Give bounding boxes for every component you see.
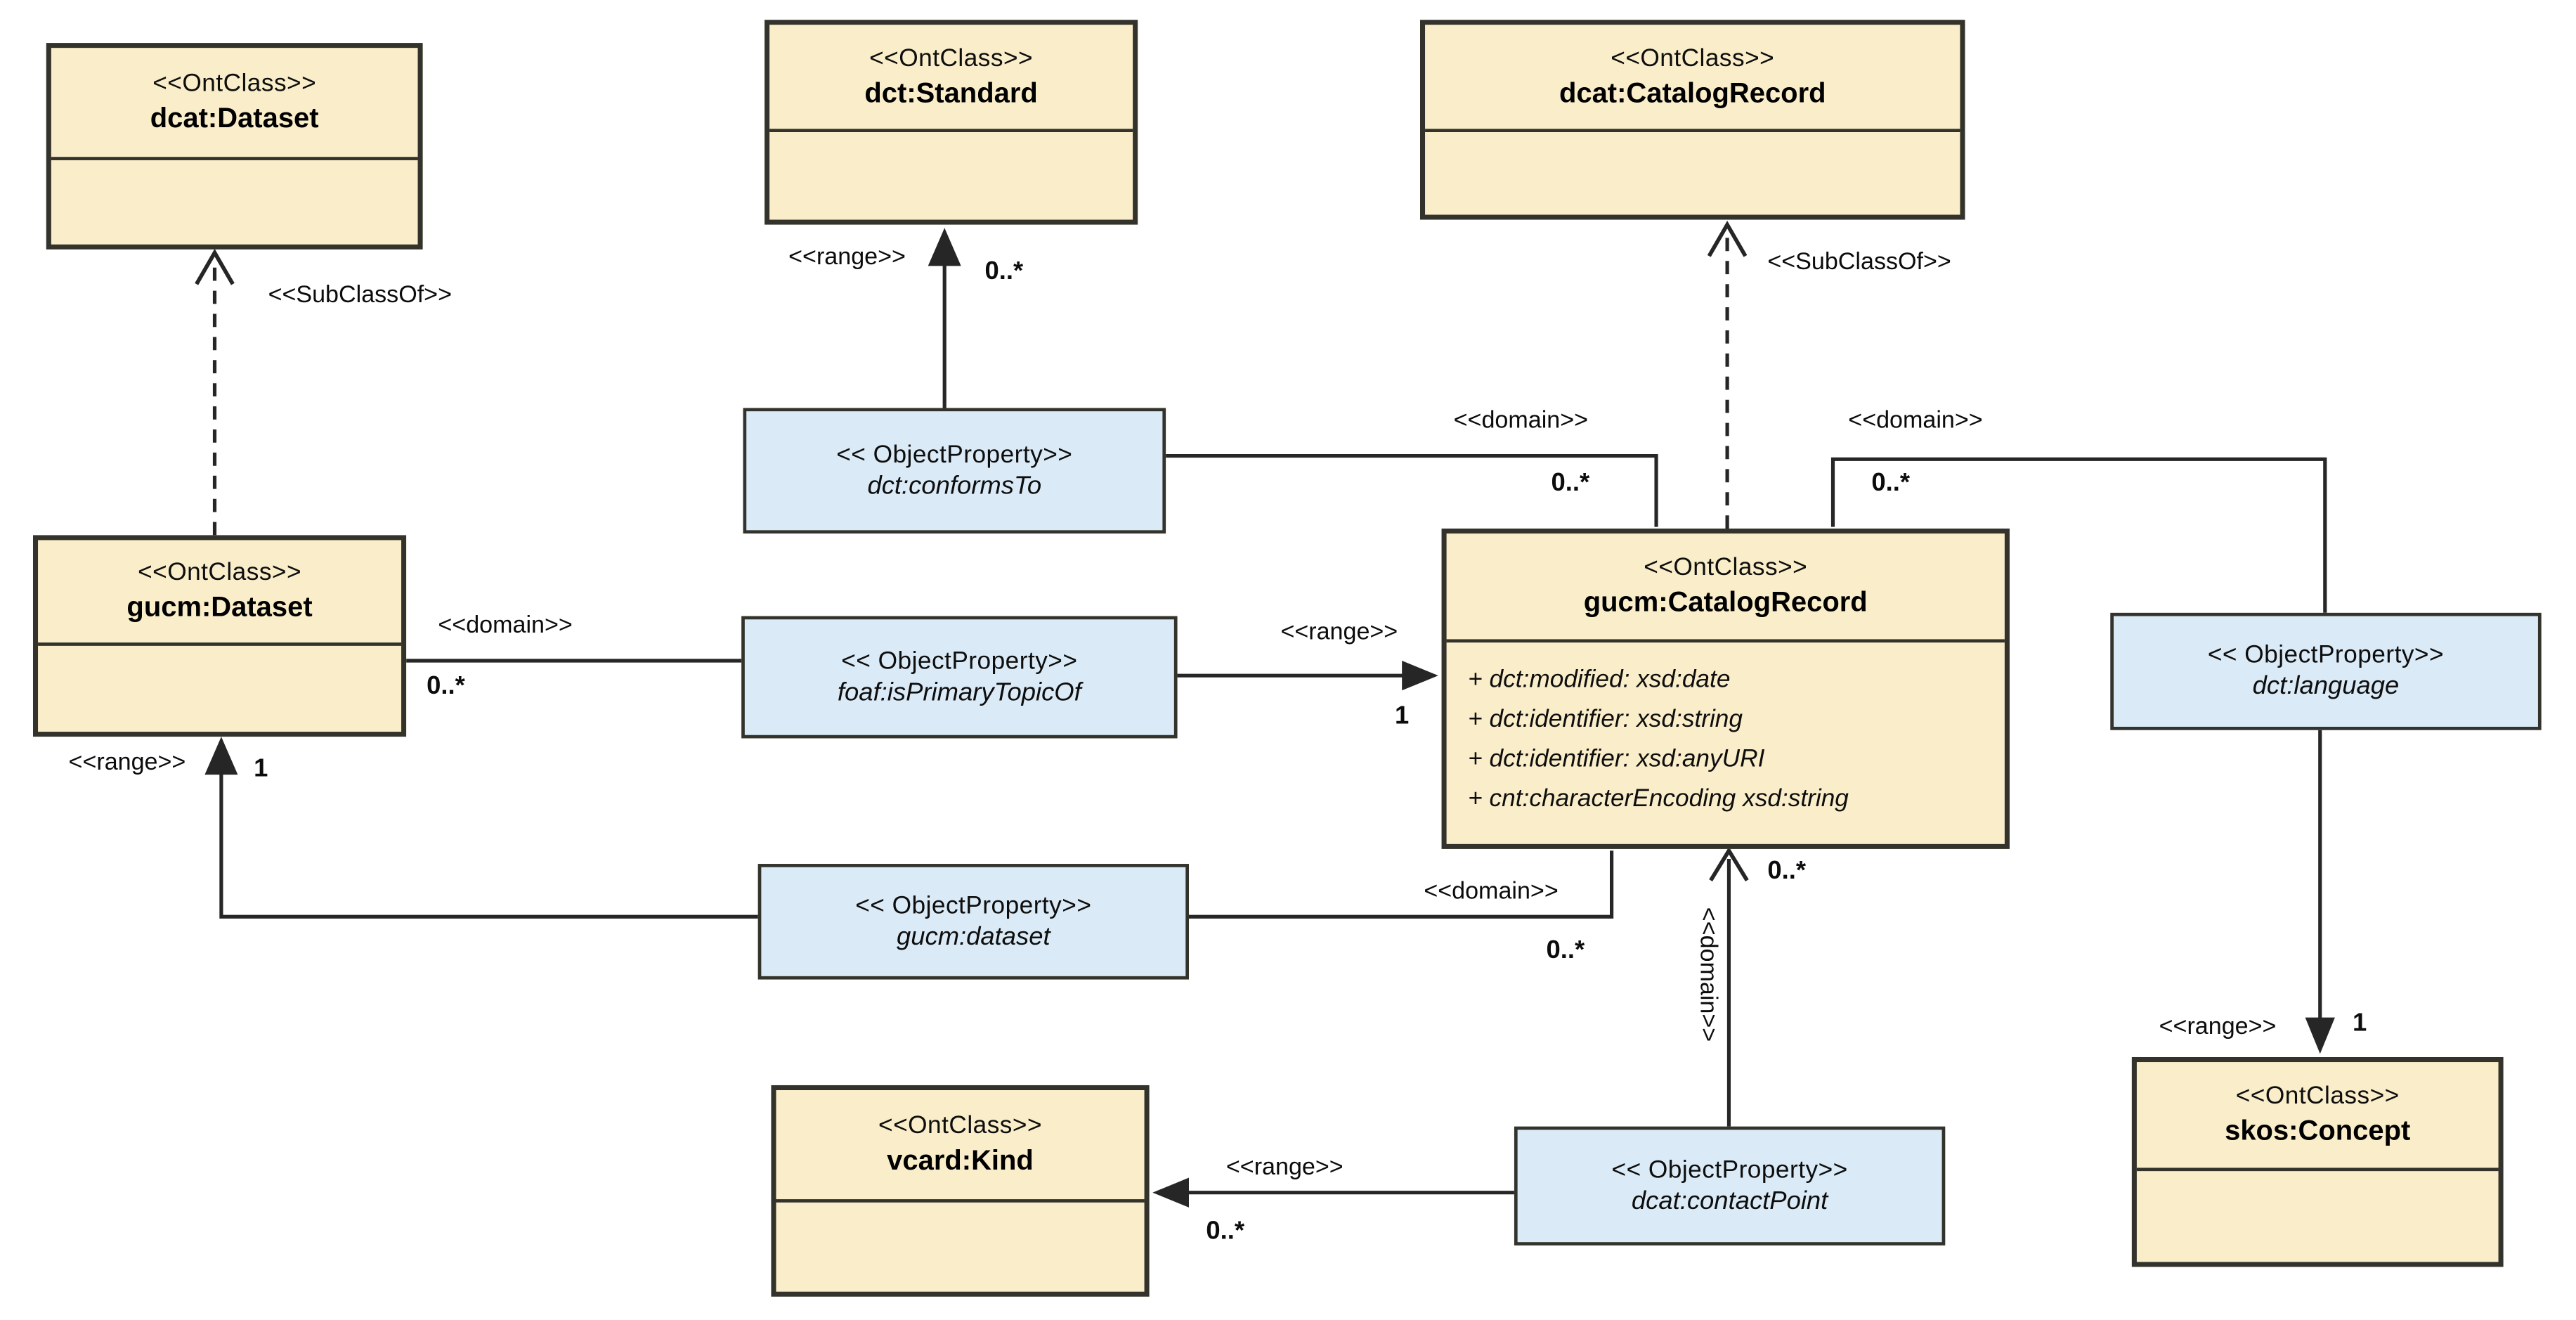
property-foaf-isprimarytopicof: << ObjectProperty>> foaf:isPrimaryTopicO… xyxy=(741,616,1178,739)
class-dcat-dataset: <<OntClass>> dcat:Dataset xyxy=(46,43,423,250)
property-name: dct:language xyxy=(2252,672,2400,701)
edge-label-range: <<range>> xyxy=(1225,1154,1344,1182)
edge-label-range: <<range>> xyxy=(2159,1014,2277,1041)
filled-arrowhead xyxy=(1402,660,1438,691)
class-attributes: + dct:modified: xsd:date + dct:identifie… xyxy=(1447,642,2005,819)
edge-domain-language-catalogrecord xyxy=(1830,457,2327,613)
property-stereotype: << ObjectProperty>> xyxy=(841,647,1078,675)
edge-label-range: <<range>> xyxy=(788,244,906,271)
class-attribute: + dct:modified: xsd:date xyxy=(1468,666,1731,694)
class-gucm-dataset: <<OntClass>> gucm:Dataset xyxy=(33,535,407,737)
class-name: dcat:CatalogRecord xyxy=(1559,77,1826,108)
edge-label-domain: <<domain>> xyxy=(438,612,573,640)
property-stereotype: << ObjectProperty>> xyxy=(2207,640,2445,669)
edge-multiplicity: 0..* xyxy=(1546,936,1585,965)
property-name: gucm:dataset xyxy=(896,922,1050,951)
edge-multiplicity: 0..* xyxy=(1551,469,1590,498)
property-dct-language: << ObjectProperty>> dct:language xyxy=(2110,612,2542,730)
edge-range-gucmdataset-dataset xyxy=(204,737,758,919)
edge-multiplicity: 0..* xyxy=(984,257,1024,286)
class-stereotype: <<OntClass>> xyxy=(869,44,1034,72)
class-stereotype: <<OntClass>> xyxy=(878,1111,1042,1140)
property-dct-conformsto: << ObjectProperty>> dct:conformsTo xyxy=(743,408,1166,534)
edge-label-domain: <<domain>> xyxy=(1848,408,1983,435)
edge-multiplicity: 1 xyxy=(1395,701,1410,730)
class-attribute: + dct:identifier: xsd:anyURI xyxy=(1468,744,1765,773)
class-stereotype: <<OntClass>> xyxy=(1644,553,1808,582)
class-name: vcard:Kind xyxy=(887,1144,1034,1177)
open-arrowhead xyxy=(1707,220,1748,257)
edge-label-domain-vertical: <<domain>> xyxy=(1694,907,1721,1042)
class-name: dcat:Dataset xyxy=(150,102,319,134)
edge-multiplicity: 1 xyxy=(2353,1009,2367,1037)
edge-range-conformsto-standard xyxy=(928,228,961,408)
edge-domain-gucmdataset-catalogrecord xyxy=(1188,850,1614,919)
class-attribute: + dct:identifier: xsd:string xyxy=(1468,705,1743,734)
class-name: dct:Standard xyxy=(864,77,1038,108)
class-name: skos:Concept xyxy=(2225,1115,2411,1146)
edge-multiplicity: 0..* xyxy=(1871,469,1911,498)
property-name: dct:conformsTo xyxy=(867,471,1042,500)
edge-range-contactpoint-vcardkind xyxy=(1152,1177,1514,1208)
open-arrowhead xyxy=(195,248,235,285)
class-stereotype: <<OntClass>> xyxy=(2235,1082,2400,1111)
property-name: dcat:contactPoint xyxy=(1631,1186,1828,1215)
class-dcat-catalogrecord: <<OntClass>> dcat:CatalogRecord xyxy=(1419,20,1965,220)
edge-label-range: <<range>> xyxy=(68,749,186,777)
edge-domain-contactpoint-catalogrecord xyxy=(1709,846,1749,1127)
class-stereotype: <<OntClass>> xyxy=(152,69,317,98)
edge-label-subclassof: <<SubClassOf>> xyxy=(1767,249,1951,276)
property-stereotype: << ObjectProperty>> xyxy=(1611,1155,1848,1184)
class-name: gucm:CatalogRecord xyxy=(1583,586,1868,618)
open-arrowhead xyxy=(1709,846,1749,882)
edge-subclassof-dataset xyxy=(195,248,235,536)
edge-multiplicity: 0..* xyxy=(1206,1217,1245,1245)
edge-range-language-skosconcept xyxy=(2305,730,2335,1054)
filled-arrowhead xyxy=(204,737,238,775)
property-stereotype: << ObjectProperty>> xyxy=(855,891,1092,919)
filled-arrowhead xyxy=(928,228,961,266)
filled-arrowhead xyxy=(2305,1017,2335,1054)
edge-multiplicity: 0..* xyxy=(427,672,465,701)
edge-domain-conformsto-catalogrecord xyxy=(1166,454,1658,527)
class-vcard-kind: <<OntClass>> vcard:Kind xyxy=(771,1085,1150,1297)
edge-label-subclassof: <<SubClassOf>> xyxy=(268,282,453,309)
property-name: foaf:isPrimaryTopicOf xyxy=(837,678,1081,706)
filled-arrowhead xyxy=(1152,1177,1189,1208)
class-stereotype: <<OntClass>> xyxy=(138,558,302,587)
edge-multiplicity: 1 xyxy=(254,754,268,783)
property-gucm-dataset: << ObjectProperty>> gucm:dataset xyxy=(757,864,1189,980)
class-stereotype: <<OntClass>> xyxy=(1611,44,1775,72)
property-dcat-contactpoint: << ObjectProperty>> dcat:contactPoint xyxy=(1514,1126,1946,1245)
edge-label-domain: <<domain>> xyxy=(1424,879,1559,905)
class-name: gucm:Dataset xyxy=(126,591,313,623)
edge-range-isprimarytopicof-catalogrecord xyxy=(1177,660,1438,691)
edge-subclassof-catalogrecord xyxy=(1707,220,1748,529)
class-skos-concept: <<OntClass>> skos:Concept xyxy=(2131,1057,2504,1267)
property-stereotype: << ObjectProperty>> xyxy=(836,440,1073,469)
class-gucm-catalogrecord: <<OntClass>> gucm:CatalogRecord + dct:mo… xyxy=(1441,529,2010,849)
edge-multiplicity: 0..* xyxy=(1767,857,1807,886)
class-attribute: + cnt:characterEncoding xsd:string xyxy=(1468,784,1849,813)
edge-label-domain: <<domain>> xyxy=(1453,408,1589,435)
edge-label-range: <<range>> xyxy=(1280,619,1398,646)
class-dct-standard: <<OntClass>> dct:Standard xyxy=(765,20,1138,225)
